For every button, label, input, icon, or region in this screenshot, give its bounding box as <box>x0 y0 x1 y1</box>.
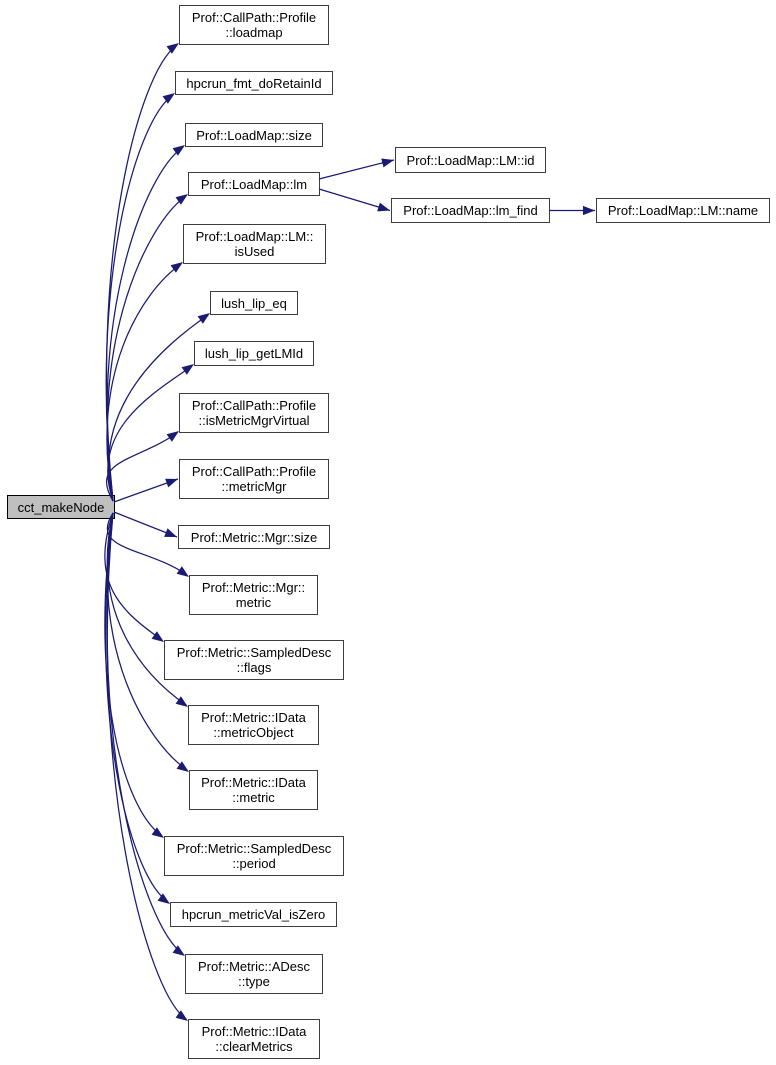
graph-node-root: cct_makeNode <box>7 495 115 519</box>
graph-node-label: Prof::CallPath::Profile <box>191 464 317 479</box>
arrowhead-lm_find-to-lm_name <box>583 205 595 216</box>
arrowhead-root-to-lush_lip_eq <box>197 313 210 324</box>
edge-root-to-sampled_flags <box>104 512 163 641</box>
arrowhead-root-to-metricval_iszero <box>157 893 170 904</box>
edge-loadmap_lm-to-lm_id <box>318 159 395 180</box>
edge-loadmap_lm-to-lm_find <box>318 188 391 212</box>
arrowhead-root-to-mgr_size <box>164 528 177 537</box>
edge-root-to-lm_isused <box>106 263 182 502</box>
graph-node-label: Prof::LoadMap::lm <box>200 176 308 192</box>
graph-node-sampled_flags[interactable]: Prof::Metric::SampledDesc::flags <box>164 640 344 680</box>
edge-root-to-idata_clearmetrics <box>106 512 187 1020</box>
graph-node-adesc_type[interactable]: Prof::Metric::ADesc::type <box>185 954 323 994</box>
graph-node-label: Prof::LoadMap::LM:: <box>195 229 314 244</box>
arrowhead-root-to-sampled_period <box>151 827 164 838</box>
arrowhead-root-to-ismetricmgrvirtual <box>166 431 179 442</box>
graph-node-metricval_iszero[interactable]: hpcrun_metricVal_isZero <box>170 902 337 927</box>
graph-node-sampled_period[interactable]: Prof::Metric::SampledDesc::period <box>164 836 344 876</box>
arrowhead-root-to-sampled_flags <box>151 631 164 642</box>
graph-node-label: ::isMetricMgrVirtual <box>198 413 310 428</box>
graph-node-lm_id[interactable]: Prof::LoadMap::LM::id <box>395 147 546 173</box>
graph-node-metricmgr[interactable]: Prof::CallPath::Profile::metricMgr <box>179 459 329 499</box>
graph-node-label: Prof::LoadMap::LM::id <box>406 152 535 168</box>
graph-node-label: metric <box>235 595 272 610</box>
edge-root-to-loadmap <box>105 44 178 502</box>
arrowhead-root-to-adesc_type <box>172 945 185 956</box>
graph-node-label: Prof::Metric::ADesc <box>198 959 310 974</box>
graph-node-label: Prof::Metric::IData <box>201 1024 307 1039</box>
arrowhead-root-to-idata_metricobject <box>175 696 188 707</box>
graph-node-label: Prof::LoadMap::size <box>196 127 312 143</box>
graph-node-label: Prof::CallPath::Profile <box>191 10 317 25</box>
graph-node-label: Prof::Metric::IData <box>201 710 306 725</box>
edge-root-to-sampled_period <box>104 512 163 837</box>
arrowhead-root-to-metricmgr <box>165 478 178 488</box>
arrowhead-root-to-loadmap <box>166 43 179 54</box>
edge-root-to-metricmgr <box>113 478 179 503</box>
graph-node-label: lush_lip_eq <box>221 295 287 311</box>
graph-node-label: hpcrun_fmt_doRetainId <box>186 75 322 91</box>
graph-node-label: Prof::LoadMap::LM::name <box>607 203 759 218</box>
graph-node-label: ::loadmap <box>225 25 283 40</box>
arrowhead-root-to-loadmap_lm <box>175 194 188 205</box>
arrowhead-root-to-lm_isused <box>170 262 183 273</box>
graph-node-label: ::metricMgr <box>221 479 287 494</box>
graph-node-lm_name[interactable]: Prof::LoadMap::LM::name <box>596 198 770 223</box>
graph-node-mgr_size[interactable]: Prof::Metric::Mgr::size <box>178 525 330 549</box>
graph-node-label: ::type <box>238 974 270 989</box>
graph-node-doretainid[interactable]: hpcrun_fmt_doRetainId <box>175 71 333 95</box>
edge-root-to-adesc_type <box>106 512 184 955</box>
edge-root-to-metricval_iszero <box>105 512 169 903</box>
edge-root-to-ismetricmgrvirtual <box>106 432 178 502</box>
arrowhead-root-to-lush_lip_getlmid <box>181 364 194 375</box>
arrowhead-root-to-idata_metric <box>176 761 189 772</box>
graph-node-label: Prof::Metric::SampledDesc <box>176 645 332 660</box>
arrowhead-root-to-mgr_metric <box>176 566 189 577</box>
edge-root-to-loadmap_lm <box>106 195 187 502</box>
graph-node-label: Prof::Metric::SampledDesc <box>176 841 332 856</box>
edge-root-to-mgr_metric <box>106 512 188 576</box>
graph-node-idata_clearmetrics[interactable]: Prof::Metric::IData::clearMetrics <box>188 1019 320 1059</box>
edge-root-to-loadmap_size <box>106 146 184 502</box>
graph-node-idata_metricobject[interactable]: Prof::Metric::IData::metricObject <box>188 705 319 745</box>
graph-node-label: Prof::Metric::Mgr::size <box>190 529 318 545</box>
graph-node-label: hpcrun_metricVal_isZero <box>181 907 326 922</box>
graph-node-label: ::metricObject <box>213 725 294 740</box>
graph-node-label: ::clearMetrics <box>215 1039 293 1054</box>
graph-node-label: ::metric <box>232 790 275 805</box>
graph-node-label: lush_lip_getLMId <box>204 346 304 361</box>
arrowhead-root-to-loadmap_size <box>172 145 185 156</box>
graph-node-label: Prof::CallPath::Profile <box>191 398 317 413</box>
graph-node-lm_isused[interactable]: Prof::LoadMap::LM::isUsed <box>183 224 326 264</box>
edge-root-to-mgr_size <box>113 511 178 538</box>
graph-node-ismetricmgrvirtual[interactable]: Prof::CallPath::Profile::isMetricMgrVirt… <box>179 393 329 433</box>
graph-node-label: cct_makeNode <box>17 499 105 515</box>
edge-root-to-doretainid <box>105 94 174 502</box>
graph-node-label: ::period <box>232 856 276 871</box>
graph-node-label: Prof::Metric::Mgr:: <box>201 580 306 595</box>
graph-node-loadmap_size[interactable]: Prof::LoadMap::size <box>185 123 323 147</box>
graph-node-label: ::flags <box>236 660 272 675</box>
graph-node-loadmap_lm[interactable]: Prof::LoadMap::lm <box>188 172 320 196</box>
graph-node-mgr_metric[interactable]: Prof::Metric::Mgr::metric <box>189 575 318 615</box>
graph-node-lush_lip_eq[interactable]: lush_lip_eq <box>210 291 298 315</box>
graph-node-label: Prof::Metric::IData <box>201 775 306 790</box>
graph-node-lush_lip_getlmid[interactable]: lush_lip_getLMId <box>194 341 314 366</box>
graph-node-loadmap[interactable]: Prof::CallPath::Profile::loadmap <box>179 5 329 45</box>
graph-node-label: isUsed <box>234 244 275 259</box>
arrowhead-root-to-doretainid <box>162 93 175 104</box>
arrowhead-loadmap_lm-to-lm_find <box>377 202 390 212</box>
graph-node-label: Prof::LoadMap::lm_find <box>403 203 538 218</box>
arrowhead-root-to-idata_clearmetrics <box>175 1010 188 1021</box>
graph-node-lm_find[interactable]: Prof::LoadMap::lm_find <box>391 198 550 223</box>
graph-node-idata_metric[interactable]: Prof::Metric::IData::metric <box>189 770 318 810</box>
arrowhead-loadmap_lm-to-lm_id <box>381 158 394 168</box>
